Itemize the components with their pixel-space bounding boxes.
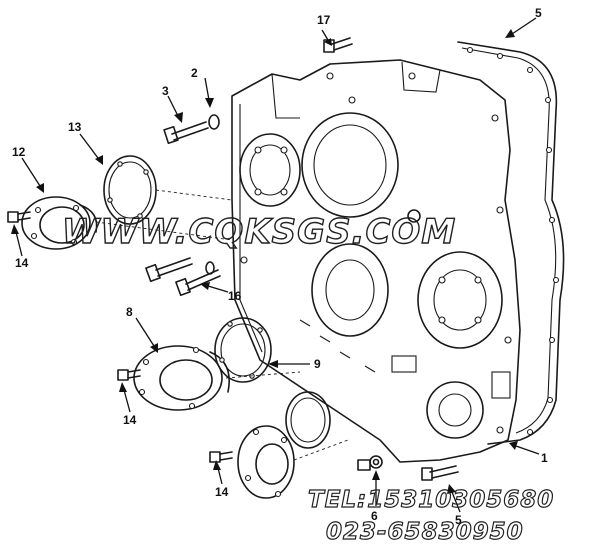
label-part-14-middle: 14 — [123, 413, 137, 427]
washer-2 — [208, 114, 220, 130]
label-part-14-lower: 14 — [215, 485, 229, 499]
label-part-9: 9 — [314, 357, 321, 371]
label-part-13: 13 — [68, 120, 82, 134]
plug-6 — [357, 455, 383, 471]
gasket-9 — [214, 317, 272, 383]
label-part-2: 2 — [191, 66, 198, 80]
cover-plate-12 — [21, 196, 98, 250]
capscrew-14-lower — [209, 451, 233, 463]
capscrew-14-middle — [117, 369, 141, 381]
label-part-12: 12 — [12, 145, 26, 159]
label-part-14-upper: 14 — [15, 256, 29, 270]
gear-housing — [231, 59, 521, 463]
label-part-5-top: 5 — [535, 6, 542, 20]
label-part-3: 3 — [162, 84, 169, 98]
label-part-17: 17 — [317, 13, 331, 27]
label-part-6: 6 — [371, 509, 378, 523]
capscrew-14-upper — [7, 211, 31, 223]
label-part-8: 8 — [126, 305, 133, 319]
gasket-lower — [285, 391, 331, 449]
contact-tel2: 023-65830950 — [326, 519, 524, 545]
capscrew-3 — [163, 121, 209, 145]
label-part-1: 1 — [541, 451, 548, 465]
watermark-url: WWW.CQKSGS.COM — [62, 212, 456, 252]
capscrew-bottom — [421, 465, 459, 481]
label-part-5-bottom: 5 — [455, 513, 462, 527]
cover-plate-lower — [237, 425, 295, 499]
leader-lines — [11, 17, 540, 513]
contact-phone: TEL:15310305680 — [308, 487, 554, 513]
capscrew-16 — [145, 257, 221, 297]
gear-housing-gasket — [457, 41, 565, 445]
label-part-16: 16 — [228, 289, 242, 303]
